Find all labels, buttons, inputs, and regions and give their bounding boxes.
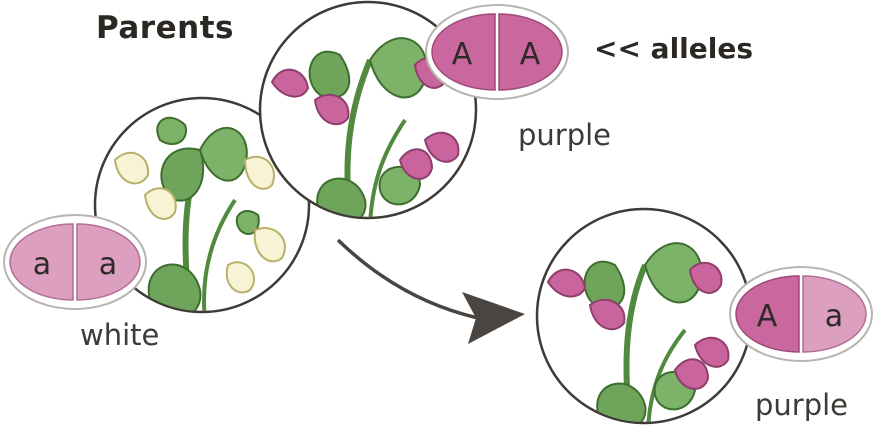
white-phenotype-label: white xyxy=(80,318,160,352)
purple-flower-parent-plant xyxy=(258,0,478,220)
white-flower-plant xyxy=(93,96,311,314)
allele-letter: a xyxy=(33,247,51,282)
offspring-phenotype-label: purple xyxy=(755,388,849,422)
purple-parent-allele-pair: A A xyxy=(425,4,569,100)
purple-parent-phenotype-label: purple xyxy=(518,118,612,152)
allele-letter: a xyxy=(99,247,117,282)
allele-letter: a xyxy=(825,299,843,334)
white-parent-allele-pair: a a xyxy=(3,214,147,310)
allele-letter: A xyxy=(520,37,541,72)
allele-letter: A xyxy=(452,37,473,72)
cross-arrow xyxy=(336,238,525,344)
parents-title: Parents xyxy=(96,10,234,46)
offspring-allele-pair: A a xyxy=(729,266,873,362)
allele-letter: A xyxy=(757,299,778,334)
offspring-plant xyxy=(535,207,753,425)
alleles-callout: << alleles xyxy=(594,32,754,65)
